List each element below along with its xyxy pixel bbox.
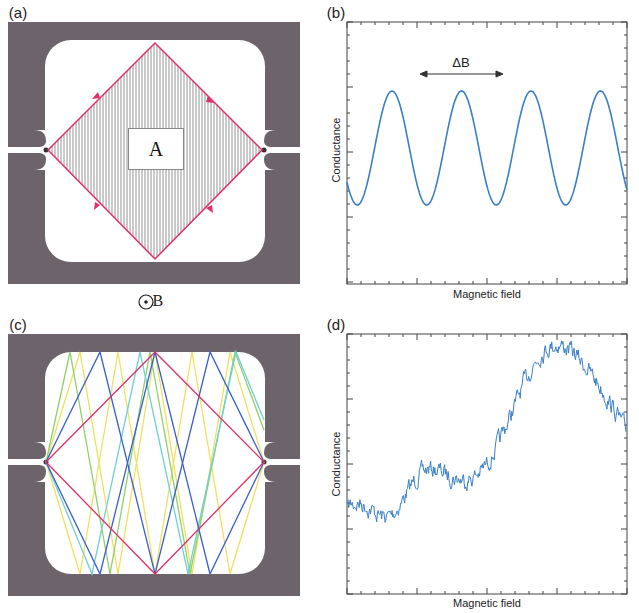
- fluctuation-curve: [348, 341, 626, 523]
- axis-title: Conductance: [331, 432, 342, 497]
- axis-title: Magnetic field: [453, 598, 521, 609]
- orbit-arrows: [92, 92, 214, 213]
- cavity-a: [8, 22, 300, 284]
- panel-letter: (c): [9, 317, 27, 332]
- panel-letter: (d): [327, 317, 345, 332]
- field-dot: [144, 300, 148, 304]
- oscillation-curve: [347, 91, 627, 205]
- panel-letter: (b): [327, 5, 345, 20]
- field-symbol: [139, 295, 153, 309]
- chaotic-orbits: [46, 352, 264, 574]
- period-arrow: [420, 71, 503, 77]
- plot-frame: [347, 22, 627, 594]
- field-label: B⃗: [152, 293, 175, 309]
- cavity-c: [8, 334, 300, 596]
- panel-letter: (a): [9, 5, 27, 20]
- axis-title: Magnetic field: [453, 289, 521, 300]
- axis-ticks: [347, 22, 627, 594]
- period-label: ΔB: [452, 56, 469, 69]
- axis-title: Conductance: [331, 118, 342, 183]
- area-box: A: [128, 128, 184, 170]
- orbit: [48, 43, 262, 259]
- enclosed-area: [48, 43, 262, 259]
- area-label: A: [149, 138, 163, 161]
